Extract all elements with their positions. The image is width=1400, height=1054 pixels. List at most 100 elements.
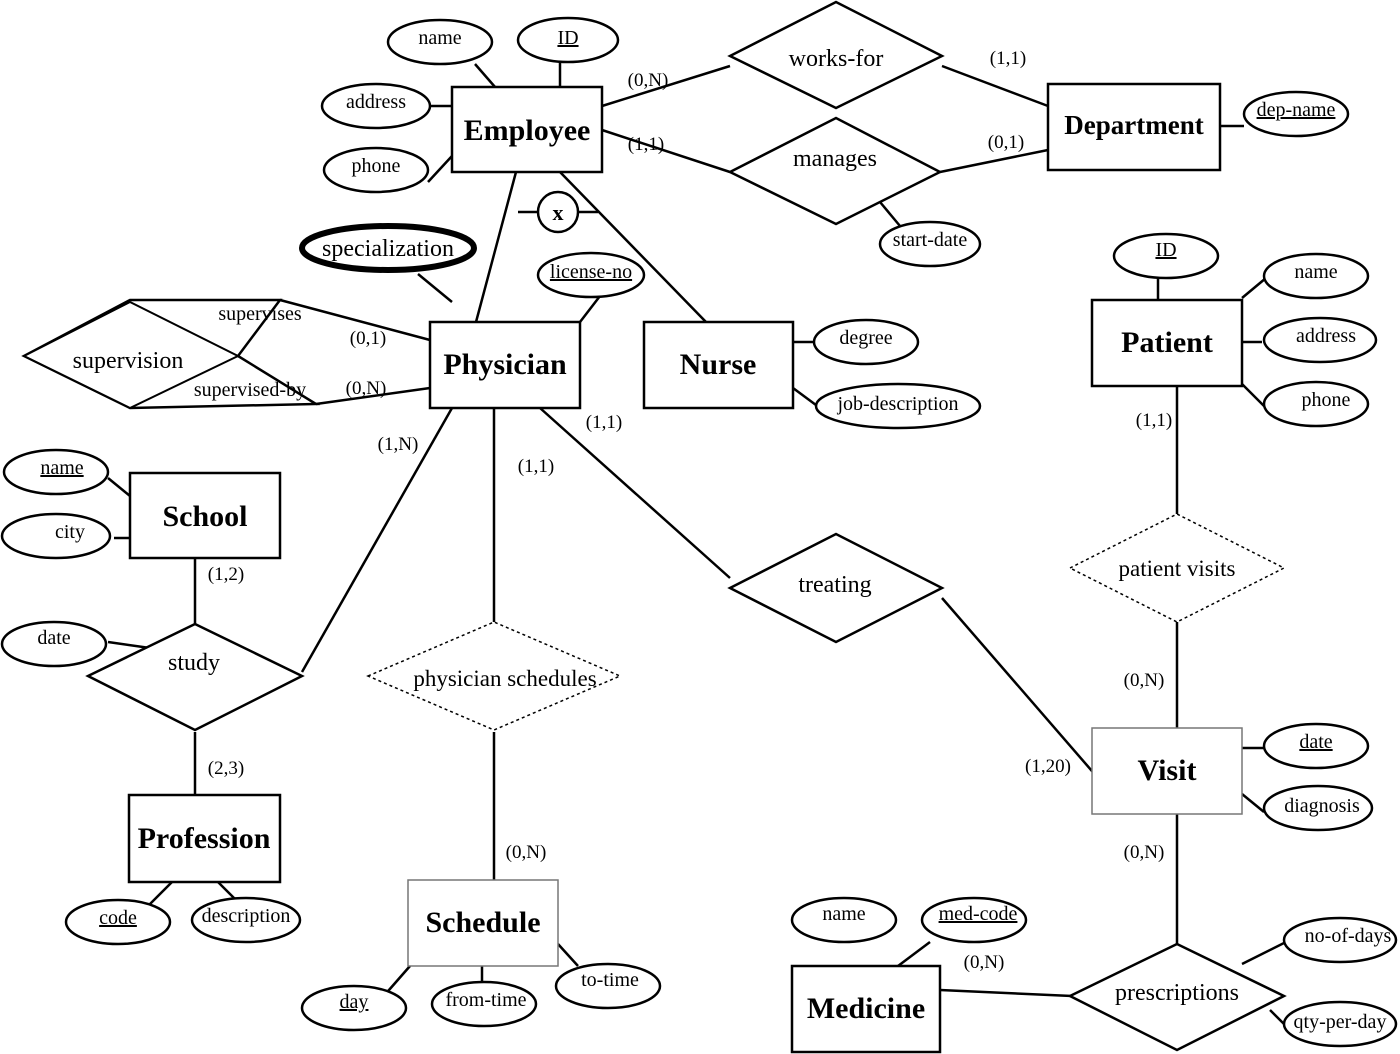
- card-schedule-physician: (0,N): [506, 842, 547, 863]
- svg-text:degree: degree: [839, 327, 892, 349]
- card-visit-treating: (1,20): [1025, 756, 1071, 777]
- rel-study-label: study: [168, 650, 220, 676]
- entity-schedule-label: Schedule: [425, 906, 540, 939]
- entity-patient: Patient: [1090, 298, 1244, 388]
- rel-treating-label: treating: [798, 572, 871, 598]
- link-supervision-supervises: [279, 298, 431, 342]
- link-employee-phone: [427, 155, 453, 183]
- attr-schedule-fromtime: from-time: [430, 980, 538, 1028]
- svg-text:from-time: from-time: [445, 989, 526, 1011]
- card-patient-visits: (1,1): [1136, 410, 1172, 431]
- link-profession-code: [147, 881, 173, 907]
- svg-text:med-code: med-code: [939, 903, 1018, 925]
- attr-physician-specialization: specialization: [299, 223, 477, 273]
- rel-patient-visits-label: patient visits: [1119, 556, 1236, 581]
- svg-text:qty-per-day: qty-per-day: [1294, 1011, 1387, 1033]
- entity-department-label: Department: [1064, 110, 1203, 140]
- card-visit-patient: (0,N): [1124, 670, 1165, 691]
- attr-visit-date: date: [1262, 722, 1370, 770]
- rel-treating: treating: [727, 532, 945, 644]
- attr-study-date: date: [0, 620, 108, 668]
- entity-schedule: Schedule: [407, 879, 559, 967]
- entity-department: Department: [1046, 82, 1222, 172]
- attr-prescriptions-qtyperday: qty-per-day: [1282, 1000, 1398, 1048]
- attr-profession-description: description: [190, 896, 302, 944]
- link-patient-phone: [1241, 383, 1265, 407]
- connectors: [107, 60, 1289, 1029]
- entity-medicine-label: Medicine: [807, 992, 925, 1025]
- rel-physician-schedules: physician schedules: [366, 621, 622, 731]
- role-supervises: supervises: [218, 303, 302, 325]
- rel-study: study: [85, 622, 305, 732]
- svg-text:x: x: [553, 200, 564, 225]
- link-physician-specialization: [417, 273, 453, 303]
- attr-visit-diagnosis: diagnosis: [1262, 784, 1374, 832]
- cardinalities: (0,N) (1,1) (1,1) (0,1) (0,1) (0,N) (1,N…: [208, 48, 1172, 973]
- card-physician-treating: (1,1): [586, 412, 622, 433]
- attr-employee-id: ID: [516, 16, 620, 64]
- svg-text:name: name: [418, 27, 461, 49]
- entity-patient-label: Patient: [1121, 326, 1213, 359]
- role-supervised-by: supervised-by: [194, 379, 306, 401]
- svg-text:ID: ID: [557, 27, 578, 49]
- card-school-study: (1,2): [208, 564, 244, 585]
- entity-physician-label: Physician: [443, 348, 567, 381]
- entity-profession-label: Profession: [138, 822, 271, 855]
- link-prescriptions-noofdays: [1241, 940, 1287, 966]
- svg-text:description: description: [202, 905, 291, 927]
- svg-text:address: address: [346, 91, 406, 113]
- rel-works-for-label: works-for: [789, 46, 884, 72]
- attr-manages-startdate: start-date: [878, 220, 982, 268]
- svg-text:no-of-days: no-of-days: [1305, 925, 1392, 947]
- card-employee-manages: (1,1): [628, 134, 664, 155]
- svg-text:name: name: [40, 457, 83, 479]
- card-visit-prescriptions: (0,N): [1124, 842, 1165, 863]
- card-department-worksfor: (1,1): [990, 48, 1026, 69]
- svg-text:diagnosis: diagnosis: [1284, 795, 1360, 817]
- attr-employee-address: address: [320, 82, 432, 130]
- attr-school-city: city: [0, 512, 112, 560]
- link-medicine-medcode: [897, 941, 931, 967]
- attr-patient-phone: phone: [1262, 380, 1370, 428]
- link-employee-name: [474, 63, 496, 88]
- card-physician-supervisedby: (0,N): [346, 378, 387, 399]
- link-worksfor-department: [941, 64, 1049, 108]
- link-physician-study: [300, 407, 454, 673]
- link-school-name: [107, 477, 131, 497]
- link-employee-physician: [474, 171, 518, 323]
- svg-text:job-description: job-description: [836, 393, 958, 415]
- link-visit-diagnosis: [1241, 793, 1265, 813]
- entity-employee-label: Employee: [464, 114, 591, 147]
- link-schedule-totime: [557, 943, 579, 967]
- rel-supervision-label: supervision: [73, 348, 184, 374]
- attr-nurse-jobdesc: job-description: [814, 382, 982, 430]
- attr-employee-phone: phone: [322, 146, 430, 194]
- rel-supervision: supervision: [21, 298, 321, 410]
- attr-physician-license: license-no: [536, 251, 646, 299]
- link-patient-name: [1241, 277, 1267, 299]
- link-profession-description: [217, 881, 237, 901]
- svg-text:city: city: [55, 521, 85, 543]
- svg-text:ID: ID: [1155, 239, 1176, 261]
- svg-text:date: date: [37, 627, 70, 649]
- rel-patient-visits: patient visits: [1068, 513, 1286, 623]
- card-physician-supervises: (0,1): [350, 328, 386, 349]
- svg-text:phone: phone: [1302, 389, 1351, 411]
- attr-medicine-medcode: med-code: [920, 896, 1028, 944]
- rel-works-for: works-for: [727, 0, 945, 110]
- entity-profession: Profession: [127, 793, 282, 884]
- link-physician-license: [579, 295, 601, 323]
- entity-medicine: Medicine: [790, 964, 942, 1054]
- link-study-date: [107, 640, 151, 650]
- card-medicine-prescriptions: (0,N): [964, 952, 1005, 973]
- attr-department-depname: dep-name: [1242, 90, 1350, 138]
- link-medicine-prescriptions: [939, 988, 1073, 998]
- rel-manages: manages: [727, 116, 943, 226]
- link-employee-nurse: [559, 171, 707, 323]
- link-employee-manages: [601, 128, 731, 174]
- entity-employee: Employee: [450, 85, 604, 174]
- attr-patient-id: ID: [1112, 232, 1220, 280]
- svg-text:dep-name: dep-name: [1257, 99, 1336, 121]
- attr-school-name: name: [2, 448, 110, 496]
